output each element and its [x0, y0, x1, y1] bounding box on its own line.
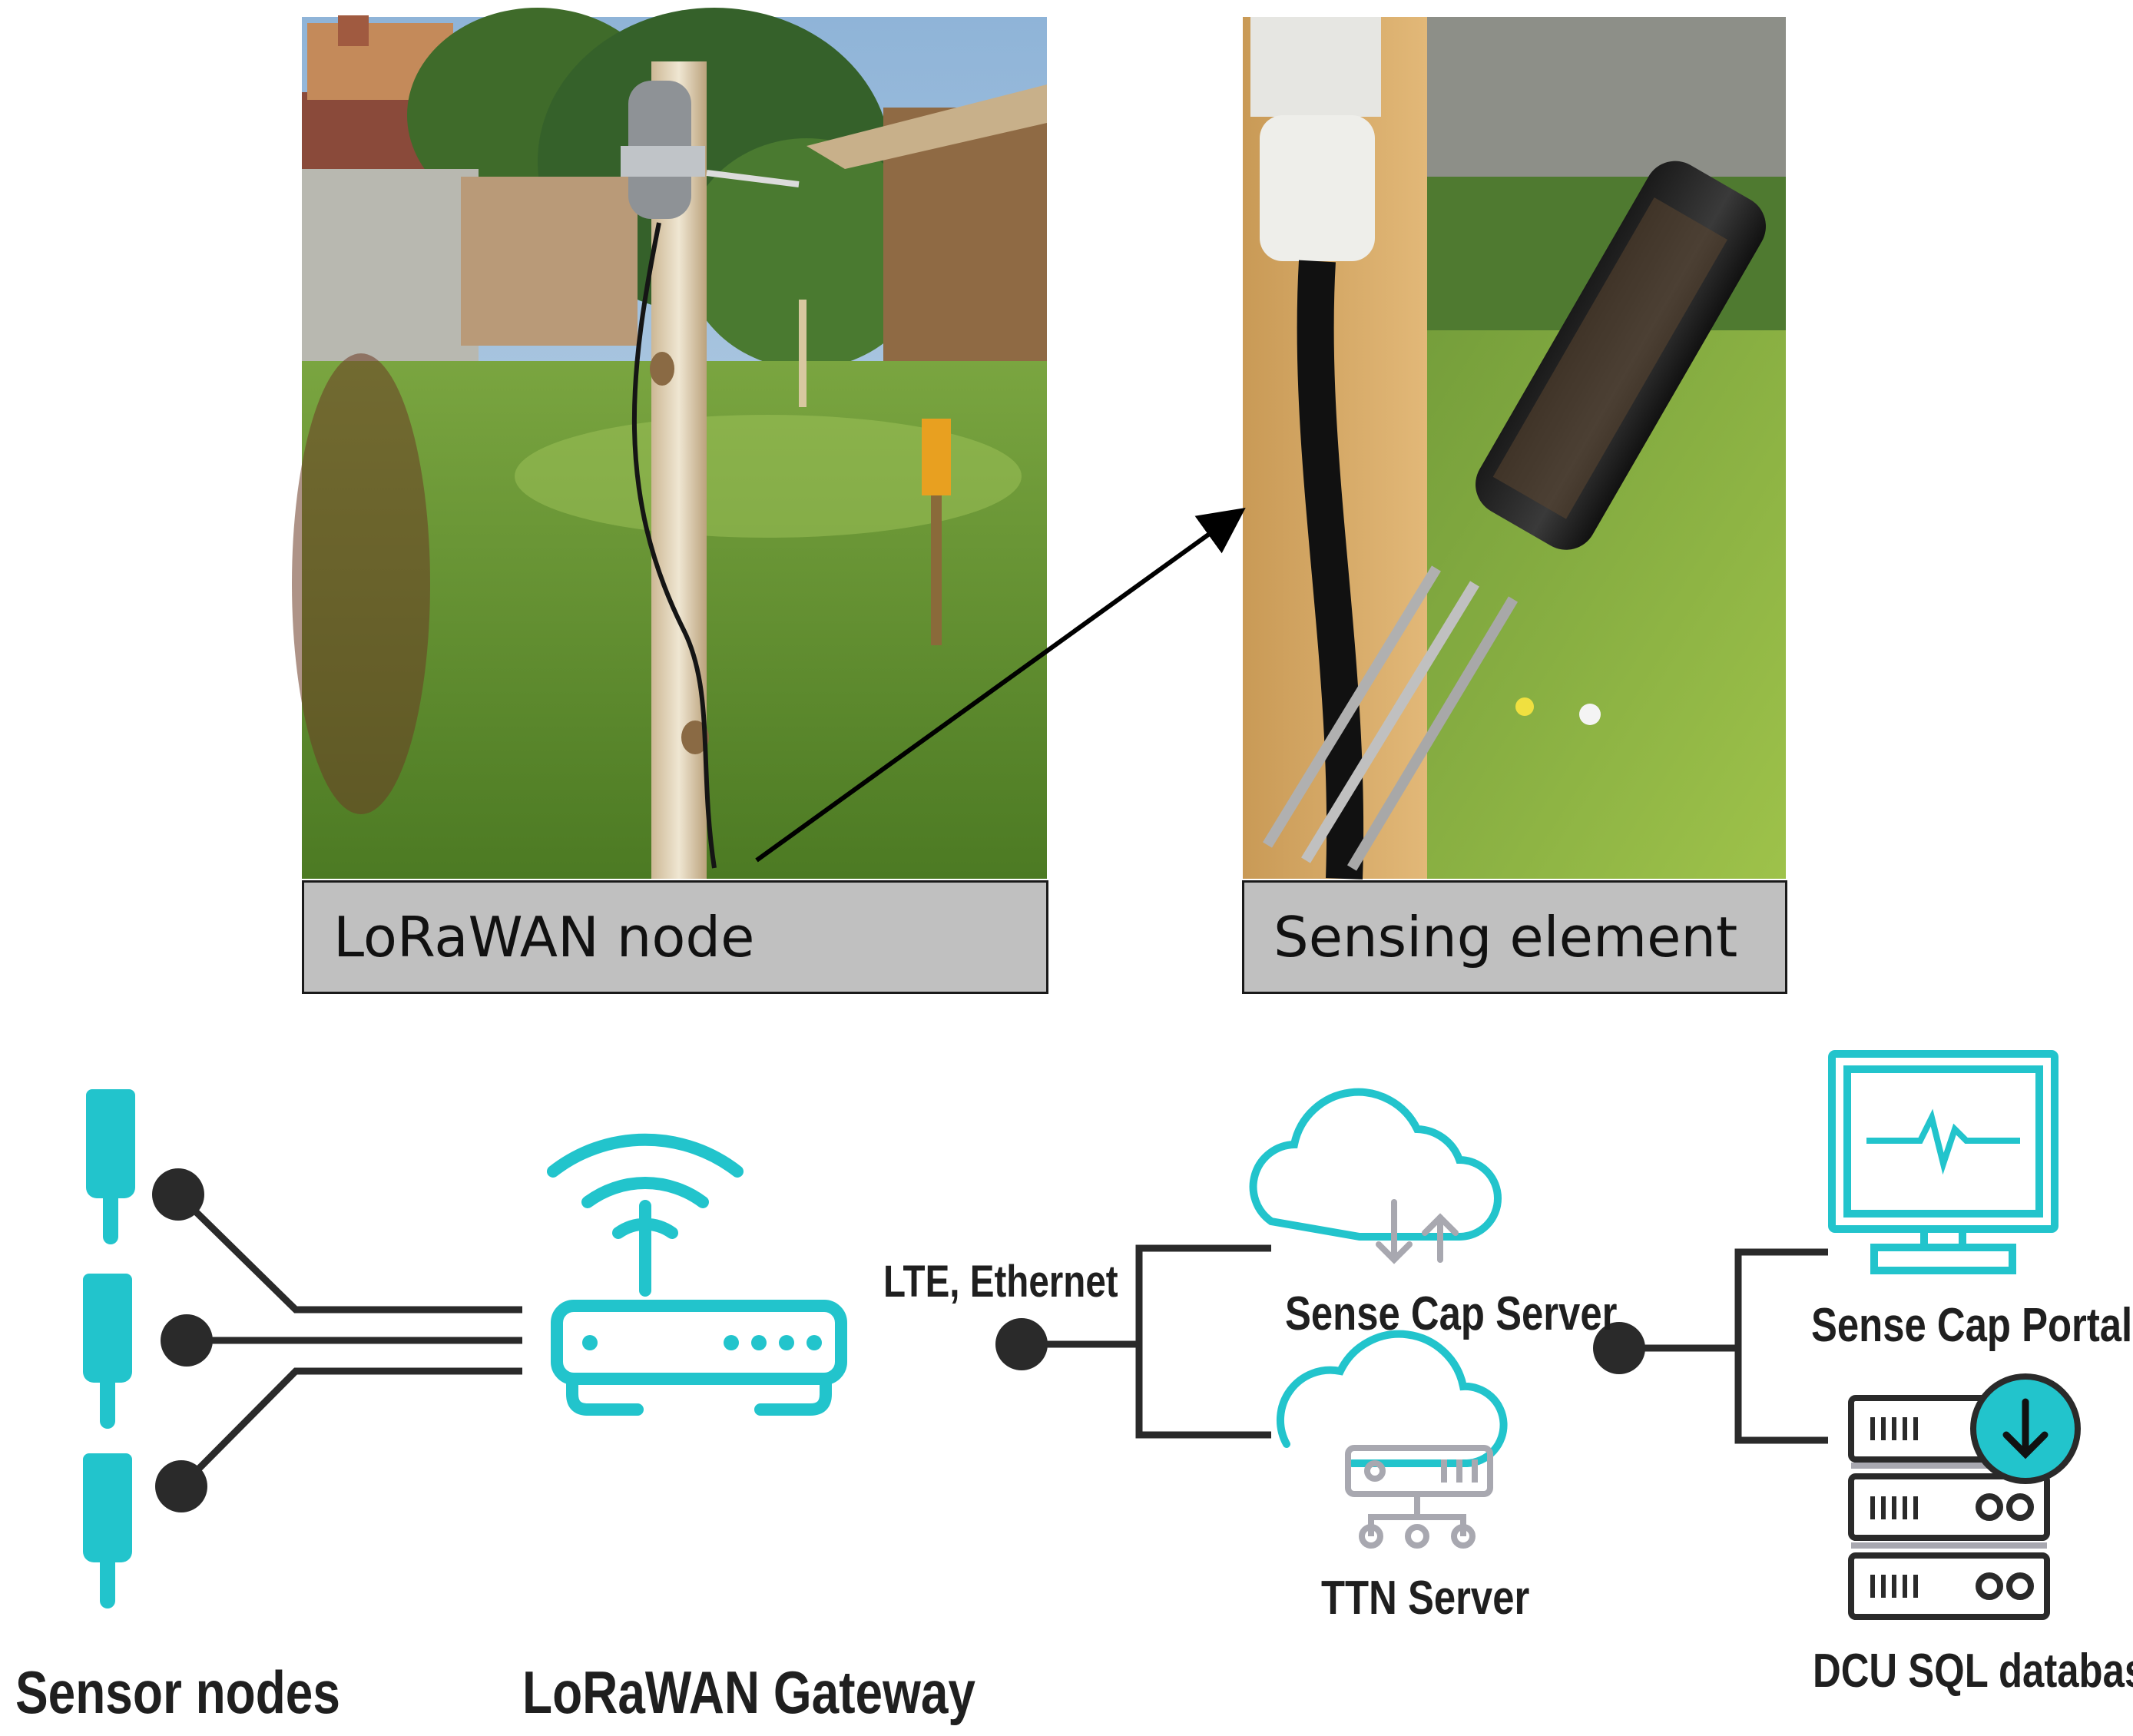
sensor-node-icon-2	[83, 1274, 132, 1429]
link-dot	[995, 1318, 1048, 1370]
download-badge-icon	[1970, 1373, 2081, 1484]
sensor-node-icon-3	[83, 1453, 132, 1608]
gateway-router-icon	[547, 1133, 847, 1416]
zoom-arrow	[755, 507, 1246, 863]
sense-cap-cloud-icon	[1249, 1088, 1502, 1241]
sense-cap-server-label: Sense Cap Server	[1285, 1287, 1618, 1340]
sensor-nodes-label: Sensor nodes	[15, 1658, 340, 1726]
lorawan-node-caption: LoRaWAN node	[302, 880, 1048, 994]
ttn-server-label: TTN Server	[1321, 1572, 1530, 1625]
gateway-leds	[582, 1335, 822, 1350]
database-label: DCU SQL database	[1813, 1645, 2133, 1698]
lorawan-node-photo	[292, 8, 1047, 879]
link-type-label: LTE, Ethernet	[883, 1257, 1118, 1307]
sensor-dot-2	[161, 1314, 213, 1367]
portal-link-dot	[1593, 1322, 1645, 1374]
ttn-server-rack-icon	[1345, 1445, 1493, 1549]
sense-cap-portal-label: Sense Cap Portal	[1811, 1299, 2133, 1352]
sensor-node-icon-1	[86, 1089, 135, 1244]
portal-monitor-icon	[1828, 1050, 2058, 1274]
sensor-dot-1	[152, 1168, 204, 1221]
gateway-label: LoRaWAN Gateway	[522, 1658, 975, 1726]
sensing-element-photo	[1243, 17, 1786, 880]
portal-links	[1619, 1248, 1828, 1444]
sensor-dot-3	[155, 1460, 207, 1512]
sensor-links	[175, 1191, 522, 1489]
sensing-element-caption: Sensing element	[1242, 880, 1787, 994]
up-down-arrows-icon	[1376, 1199, 1459, 1264]
ttn-cloud-icon	[1276, 1330, 1508, 1467]
